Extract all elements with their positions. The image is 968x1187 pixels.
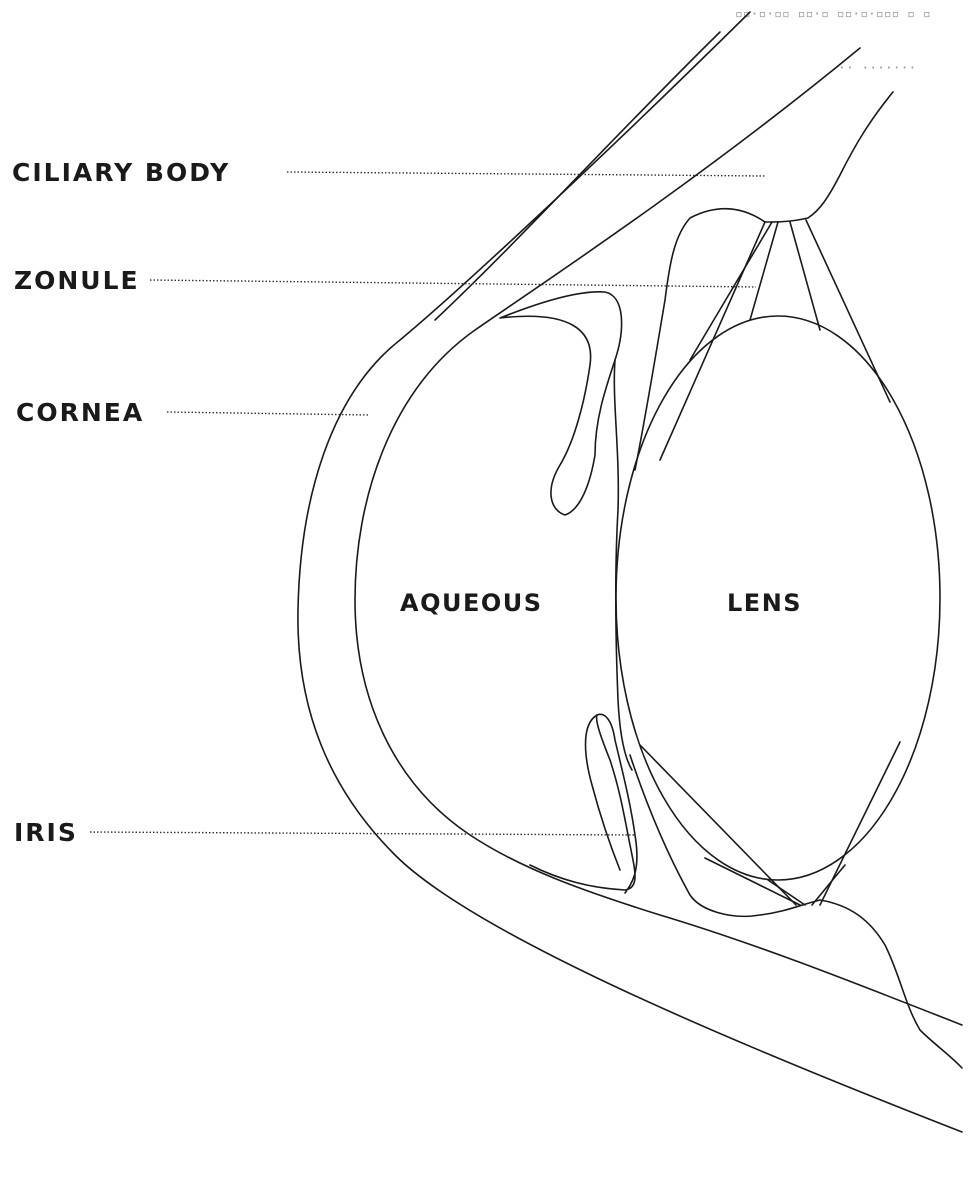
leader-ciliary-body bbox=[287, 172, 765, 176]
zonule-fiber-upper-4 bbox=[806, 220, 890, 402]
iris-upper bbox=[500, 292, 622, 515]
zonule-fiber-lower-1 bbox=[705, 858, 800, 905]
zonule-fiber-lower-5 bbox=[640, 745, 796, 905]
zonule-fiber-upper-1 bbox=[690, 222, 772, 360]
iris-lower bbox=[530, 714, 637, 893]
ciliary-body-boundary bbox=[435, 32, 720, 320]
ciliary-process-upper bbox=[635, 92, 893, 470]
label-zonule: ZONULE bbox=[14, 266, 140, 295]
leader-iris bbox=[90, 832, 634, 835]
label-ciliary-body: CILIARY BODY bbox=[12, 158, 230, 187]
label-cornea: CORNEA bbox=[16, 398, 144, 427]
cornea-inner-boundary bbox=[355, 48, 962, 1025]
label-iris: IRIS bbox=[14, 818, 78, 847]
scan-artifact-text-2: ·· ······· bbox=[838, 61, 916, 76]
scan-artifact-text: ▫▫·▫·▫▫ ▫▫·▫ ▫▫·▫·▫▫▫ ▫ ▫ bbox=[735, 7, 931, 22]
leader-cornea bbox=[167, 412, 370, 415]
ciliary-process-lower bbox=[630, 755, 962, 1068]
zonule-fiber-upper-5 bbox=[660, 222, 765, 460]
leader-zonule bbox=[150, 280, 756, 287]
zonule-fiber-upper-3 bbox=[790, 222, 820, 330]
label-lens: LENS bbox=[727, 589, 802, 617]
label-aqueous: AQUEOUS bbox=[400, 589, 543, 617]
cornea-outer-boundary bbox=[298, 12, 962, 1132]
zonule-fiber-lower-4 bbox=[820, 742, 900, 905]
